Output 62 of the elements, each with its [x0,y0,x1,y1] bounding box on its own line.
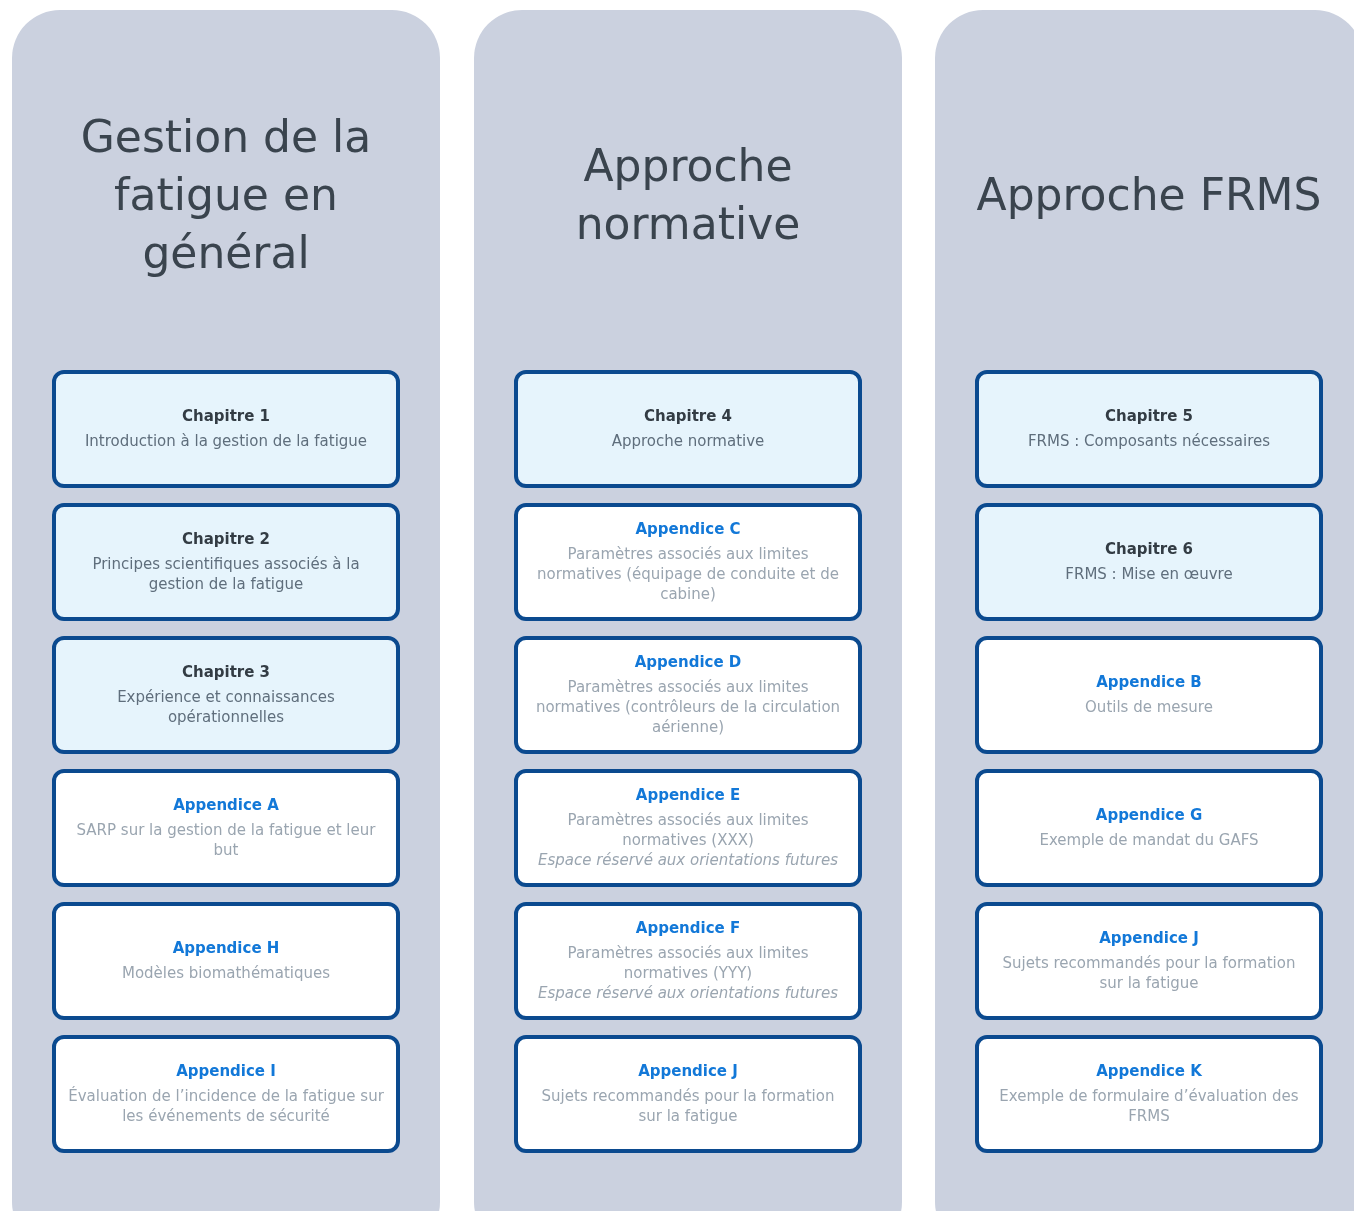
card-heading: Appendice D [634,653,742,671]
card-heading: Appendice J [638,1062,738,1080]
card-description: FRMS : Composants nécessaires [1026,431,1272,451]
appendix-card [975,636,1323,754]
appendix-card [514,1035,862,1153]
card-description: Outils de mesure [1084,697,1214,717]
column-title: Approche FRMS [976,168,1322,222]
chapter-card [52,503,400,621]
card-description: Évaluation de l’incidence de la fatigue sur les événements de sécurité [67,1086,385,1126]
card-heading: Appendice G [1095,806,1203,824]
card-description: Expérience et connaissances opérationnelles [116,687,336,727]
appendix-card [514,503,862,621]
card-description: Modèles biomathématiques [120,963,332,983]
card-heading: Chapitre 3 [181,663,271,681]
card-description: Paramètres associés aux limites normatives (XXX) [566,810,810,850]
card-description: Paramètres associés aux limites normatives (YYY) [566,943,810,983]
card-heading: Appendice J [1099,929,1199,947]
card-description: Exemple de mandat du GAFS [1038,830,1260,850]
card-heading: Appendice E [635,786,741,804]
appendix-card [514,636,862,754]
column-panel [474,10,902,1211]
column-title: Gestion de la fatigue en général [79,110,373,280]
appendix-card [52,769,400,887]
card-heading: Chapitre 1 [181,407,271,425]
card-heading: Appendice H [172,939,280,957]
card-heading: Appendice F [635,919,741,937]
chapter-card [975,370,1323,488]
appendix-card [514,769,862,887]
card-description: Exemple de formulaire d’évaluation des FRMS [998,1086,1300,1126]
appendix-card [514,902,862,1020]
chapter-card [52,370,400,488]
chapter-card [975,503,1323,621]
appendix-card [52,1035,400,1153]
card-note: Espace réservé aux orientations futures [537,850,839,870]
chapter-card [514,370,862,488]
card-heading: Appendice I [176,1062,276,1080]
appendix-card [975,902,1323,1020]
appendix-card [975,1035,1323,1153]
card-description: Introduction à la gestion de la fatigue [83,431,369,451]
appendix-card [975,769,1323,887]
card-heading: Appendice A [173,796,279,814]
card-heading: Chapitre 2 [181,530,271,548]
column-panel [935,10,1354,1211]
card-description: FRMS : Mise en œuvre [1064,564,1234,584]
card-description: Paramètres associés aux limites normatives (équipage de conduite et de cabine) [536,544,840,604]
card-note: Espace réservé aux orientations futures [537,983,839,1003]
card-description: SARP sur la gestion de la fatigue et leur but [75,820,377,860]
card-description: Approche normative [610,431,766,451]
card-heading: Chapitre 5 [1104,407,1194,425]
card-description: Principes scientifiques associés à la gestion de la fatigue [91,554,361,594]
column-title: Approche normative [574,139,802,251]
chapter-card [52,636,400,754]
card-heading: Chapitre 4 [643,407,733,425]
card-heading: Chapitre 6 [1104,540,1194,558]
card-description: Sujets recommandés pour la formation sur la fatigue [540,1086,836,1126]
column-panel [12,10,440,1211]
card-description: Sujets recommandés pour la formation sur la fatigue [1001,953,1297,993]
card-description: Paramètres associés aux limites normatives (contrôleurs de la circulation aérienne) [534,677,842,737]
appendix-card [52,902,400,1020]
card-heading: Appendice C [635,520,741,538]
card-heading: Appendice K [1096,1062,1202,1080]
card-heading: Appendice B [1096,673,1202,691]
